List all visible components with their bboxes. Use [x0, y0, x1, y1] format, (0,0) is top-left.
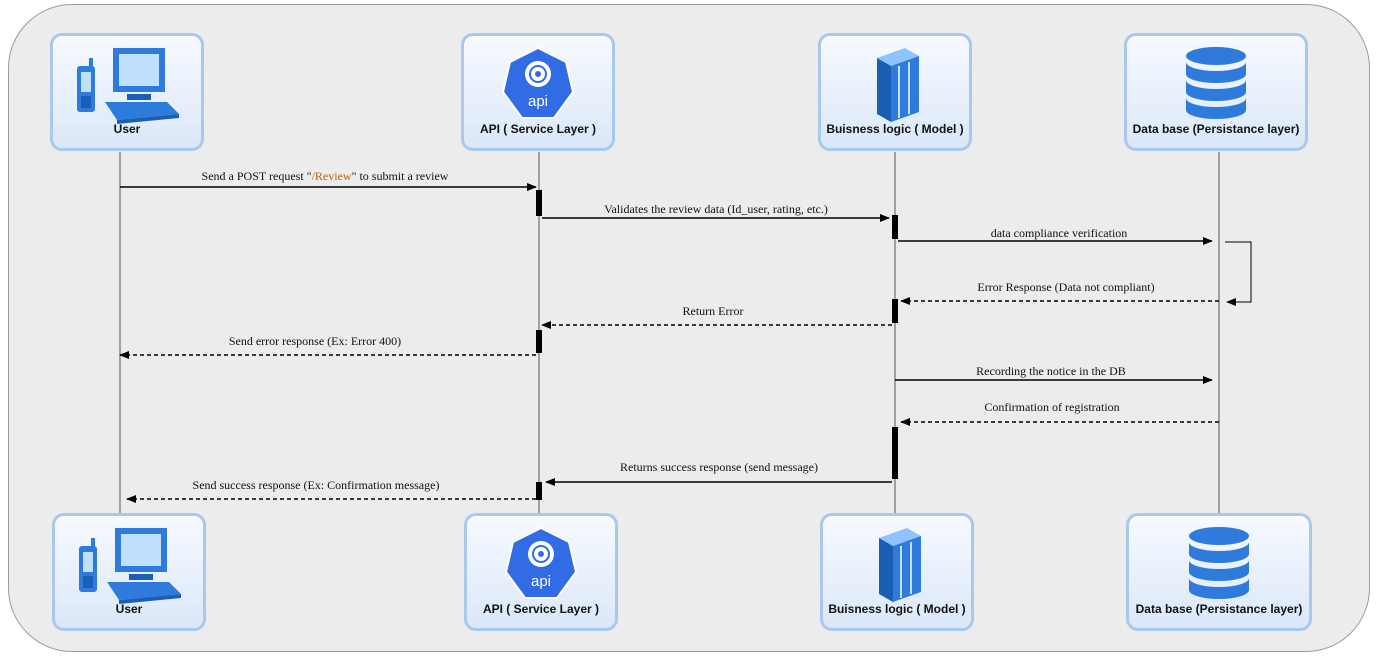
user-devices-icon [55, 524, 203, 604]
participant-api-top: api API ( Service Layer ) [461, 33, 615, 151]
api-icon-text: api [531, 573, 551, 590]
activation-bar [536, 190, 542, 216]
participant-label: User [113, 122, 141, 136]
message-label: Return Error [683, 304, 744, 318]
participant-db-top: Data base (Persistance layer) [1124, 33, 1308, 151]
server-tower-icon [823, 524, 971, 604]
api-icon: api [467, 524, 615, 604]
participant-model-bottom: Buisness logic ( Model ) [820, 513, 974, 631]
activation-bar [892, 427, 898, 479]
message-label: data compliance verification [991, 226, 1128, 240]
activation-bars [536, 190, 898, 500]
participant-label: API ( Service Layer ) [479, 122, 597, 136]
participant-label: Data base (Persistance layer) [1135, 602, 1303, 616]
user-devices-icon [53, 44, 201, 124]
participant-user-bottom: User [52, 513, 206, 631]
message-label: Send error response (Ex: Error 400) [229, 334, 401, 348]
database-icon [1127, 44, 1305, 124]
message-label: Send a POST request "/Review" to submit … [202, 169, 449, 183]
participant-label: Data base (Persistance layer) [1132, 122, 1300, 136]
message-label: Returns success response (send message) [620, 460, 818, 474]
message-label: Recording the notice in the DB [976, 364, 1126, 378]
api-icon-text: api [528, 93, 548, 110]
server-tower-icon [821, 44, 969, 124]
activation-bar [536, 330, 542, 353]
participant-model-top: Buisness logic ( Model ) [818, 33, 972, 151]
activation-bar [892, 299, 898, 323]
self-loop-arrow [1225, 241, 1252, 306]
database-icon [1129, 524, 1309, 604]
participant-label: API ( Service Layer ) [482, 602, 600, 616]
activation-bar [892, 215, 898, 239]
participant-label: Buisness logic ( Model ) [826, 122, 964, 136]
message-label: Confirmation of registration [984, 400, 1119, 414]
participant-db-bottom: Data base (Persistance layer) [1126, 513, 1312, 631]
participant-api-bottom: api API ( Service Layer ) [464, 513, 618, 631]
api-icon: api [464, 44, 612, 124]
message-label: Send success response (Ex: Confirmation … [193, 478, 440, 492]
participant-label: Buisness logic ( Model ) [828, 602, 966, 616]
message-label: Error Response (Data not compliant) [977, 280, 1154, 294]
activation-bar [536, 482, 542, 500]
participant-user-top: User [50, 33, 204, 151]
participant-label: User [115, 602, 143, 616]
message-label: Validates the review data (Id_user, rati… [604, 202, 828, 216]
